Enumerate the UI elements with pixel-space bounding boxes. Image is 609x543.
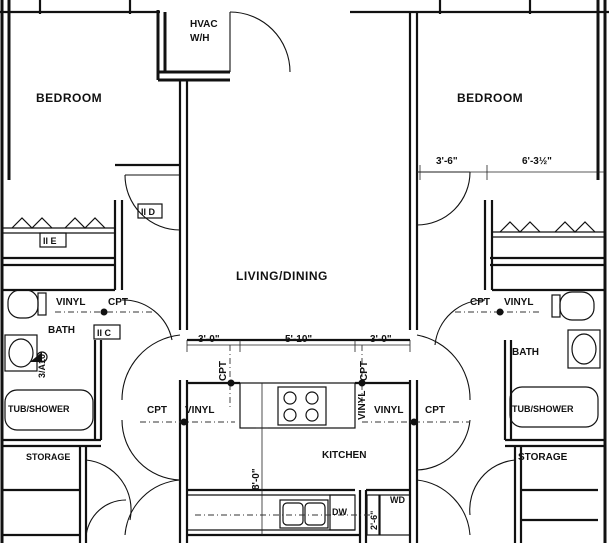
wh-label: W/H	[190, 33, 209, 44]
dim-6-3-half: 6'-3½"	[522, 156, 552, 167]
bedroom-left-label: BEDROOM	[36, 91, 102, 105]
door-swings	[85, 11, 516, 543]
vinyl-hall-right: VINYL	[374, 405, 403, 416]
living-dining-label: LIVING/DINING	[236, 269, 328, 283]
fixtures	[4, 289, 601, 536]
bedroom-right-label: BEDROOM	[457, 91, 523, 105]
storage-left-label: STORAGE	[26, 452, 70, 462]
vinyl-bath-left: VINYL	[56, 297, 85, 308]
tub-right-label: TUB/SHOWER	[512, 404, 574, 414]
bifold-doors	[11, 217, 596, 233]
cpt-bath-left: CPT	[108, 297, 128, 308]
vinyl-vertical-right: VINYL	[357, 391, 368, 420]
vinyl-hall-left: VINYL	[185, 405, 214, 416]
kitchen-sink	[279, 499, 329, 529]
tag-iie: II E	[43, 236, 57, 246]
cpt-vertical-left: CPT	[218, 361, 229, 381]
tub-right	[509, 386, 599, 428]
vinyl-bath-right: VINYL	[504, 297, 533, 308]
hvac-label: HVAC	[190, 19, 218, 30]
cpt-vertical-right: CPT	[359, 361, 370, 381]
dishwasher-label: DW	[332, 507, 347, 517]
dim-8-0: 8'-0"	[251, 468, 262, 490]
tag-iid: II D	[141, 207, 156, 217]
section-ref: 3/A10	[37, 354, 47, 378]
dim-3-0-left: 3'-0"	[198, 334, 220, 345]
range	[277, 386, 327, 426]
dim-2-6: 2'-6"	[369, 511, 379, 530]
tag-iic: II C	[97, 328, 112, 338]
tub-left-label: TUB/SHOWER	[8, 404, 70, 414]
labels: HVAC W/H BEDROOM BEDROOM LIVING/DINING K…	[8, 19, 574, 530]
dimension-lines	[30, 165, 605, 535]
bath-left-label: BATH	[48, 325, 75, 336]
cpt-hall-right: CPT	[425, 405, 445, 416]
bath-right-label: BATH	[512, 347, 539, 358]
kitchen-label: KITCHEN	[322, 450, 366, 461]
tub-left	[4, 389, 94, 431]
storage-right-label: STORAGE	[518, 452, 568, 463]
dim-5-10: 5'-10"	[285, 334, 312, 345]
dim-3-6: 3'-6"	[436, 156, 458, 167]
cpt-bath-right: CPT	[470, 297, 490, 308]
washer-dryer-label: WD	[390, 495, 405, 505]
dim-3-0-right: 3'-0"	[370, 334, 392, 345]
cpt-hall-left: CPT	[147, 405, 167, 416]
